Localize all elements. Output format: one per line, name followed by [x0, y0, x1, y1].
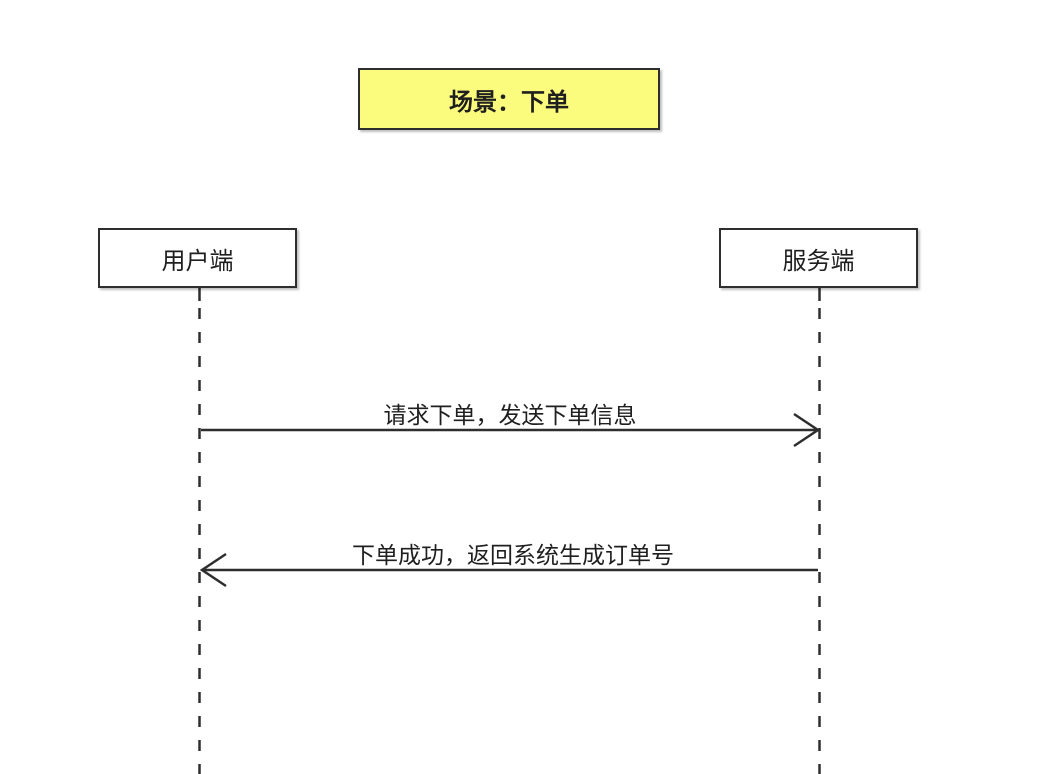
message-label-response: 下单成功，返回系统生成订单号 [352, 542, 674, 568]
arrowhead-left-icon [199, 552, 227, 588]
actor-server-label: 服务端 [782, 247, 855, 275]
message-label-request: 请求下单，发送下单信息 [383, 402, 637, 428]
actor-box-server: 服务端 [719, 228, 918, 288]
scenario-title-box: 场景：下单 [358, 68, 660, 130]
message-arrow-request [201, 412, 821, 448]
scenario-title-label: 场景：下单 [449, 88, 569, 116]
arrowhead-right-icon [793, 412, 821, 448]
actor-box-client: 用户端 [98, 228, 297, 288]
message-arrow-response [199, 552, 818, 588]
actor-client-label: 用户端 [161, 247, 234, 275]
